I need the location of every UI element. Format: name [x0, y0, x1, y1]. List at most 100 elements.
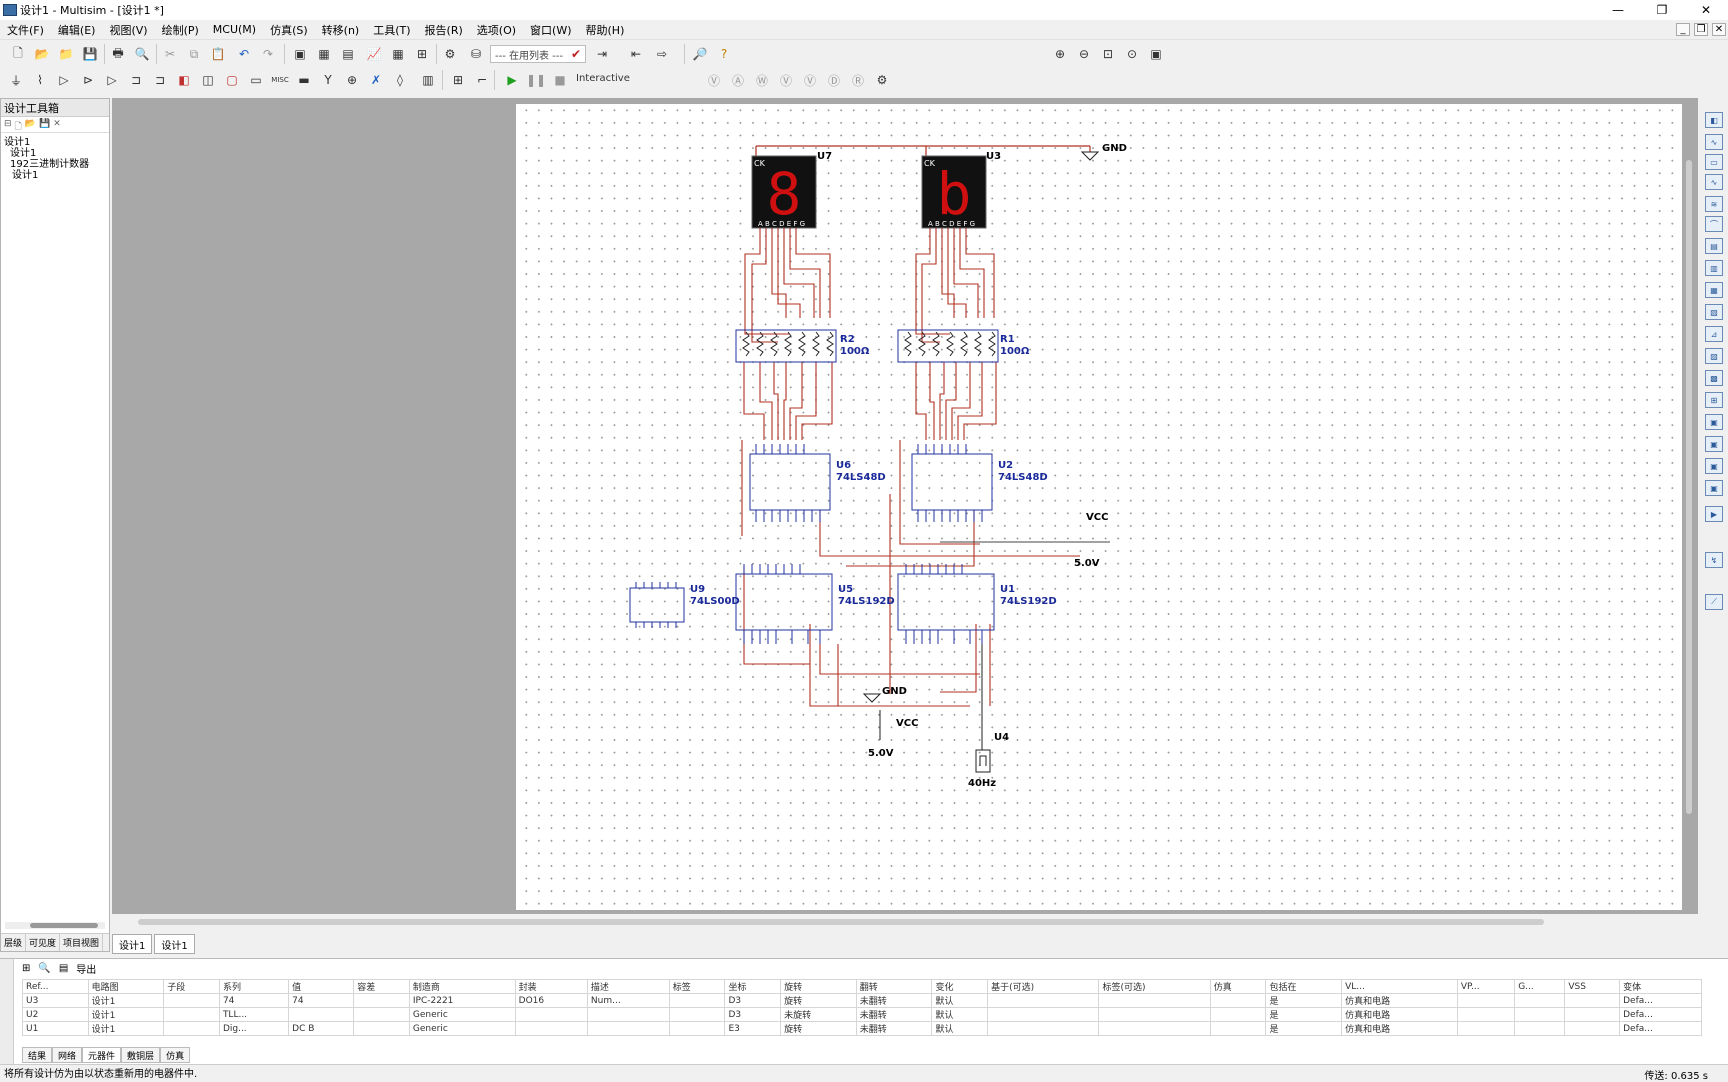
diode-icon[interactable]: ▷	[59, 73, 69, 87]
table-cell[interactable]	[288, 1007, 355, 1022]
table-cell[interactable]	[1098, 1007, 1211, 1022]
table-cell[interactable]	[353, 1021, 410, 1036]
table-cell[interactable]: E3	[724, 1021, 782, 1036]
tab-nets[interactable]: 网络	[52, 1047, 83, 1063]
undo-icon[interactable]: ↶	[238, 47, 250, 61]
copy-icon[interactable]: ⧉	[189, 46, 199, 61]
column-header[interactable]: 仿真	[1209, 979, 1267, 994]
analog-icon[interactable]: ▷	[107, 73, 117, 87]
ic-u6[interactable]	[749, 444, 831, 522]
tree-new-icon[interactable]: 🗋	[14, 122, 22, 132]
table-cell[interactable]: Generic	[408, 1021, 516, 1036]
current-probe-icon[interactable]: ↯	[1705, 552, 1723, 568]
menu-view[interactable]: 视图(V)	[109, 23, 148, 37]
backannotate-icon[interactable]: ⇤	[630, 47, 642, 61]
find-examples-icon[interactable]: 🔎	[692, 47, 708, 61]
table-cell[interactable]: 是	[1265, 1021, 1343, 1036]
schematic-canvas[interactable]: GND U7 CK 8 A B C D E F G U3 CK b A B C …	[520, 104, 1682, 910]
ni-components-icon[interactable]: ✗	[370, 73, 382, 87]
menu-edit[interactable]: 编辑(E)	[57, 23, 96, 37]
tektronix-oscilloscope-icon[interactable]: ▣	[1705, 480, 1723, 496]
table-cell[interactable]	[1564, 1021, 1621, 1036]
column-header[interactable]: Ref...	[22, 979, 89, 994]
column-header[interactable]: 翻转	[855, 979, 933, 994]
toggle-toolbox-icon[interactable]: ▣	[294, 47, 306, 61]
agilent-generator-icon[interactable]: ▣	[1705, 414, 1723, 430]
table-cell[interactable]: Num...	[586, 993, 670, 1008]
column-header[interactable]: G...	[1514, 979, 1566, 994]
run-simulation-icon[interactable]: ▶	[507, 73, 517, 87]
column-header[interactable]: 容差	[353, 979, 410, 994]
maximize-button[interactable]: ❐	[1656, 3, 1668, 17]
distortion-analyzer-icon[interactable]: ▨	[1705, 348, 1723, 364]
tab-components[interactable]: 元器件	[82, 1047, 122, 1063]
tab-project-view[interactable]: 项目视图	[60, 934, 104, 951]
table-cell[interactable]: 未翻转	[855, 1007, 933, 1022]
electromechanical-icon[interactable]: ⊕	[346, 73, 358, 87]
table-cell[interactable]	[668, 1007, 726, 1022]
ic-u2[interactable]	[911, 444, 993, 522]
multimeter-icon[interactable]: ◧	[1705, 112, 1723, 128]
indicator-icon[interactable]: ▢	[226, 73, 238, 87]
mixed-icon[interactable]: ◫	[202, 73, 214, 87]
table-cell[interactable]: 旋转	[780, 993, 857, 1008]
table-cell[interactable]	[1098, 993, 1211, 1008]
stop-simulation-icon[interactable]: ■	[554, 73, 566, 87]
spectrum-analyzer-icon[interactable]: ▩	[1705, 370, 1723, 386]
table-cell[interactable]	[163, 993, 220, 1008]
ttl-icon[interactable]: ⊐	[130, 73, 142, 87]
schematic-sheet[interactable]: GND U7 CK 8 A B C D E F G U3 CK b A B C …	[520, 104, 1682, 910]
filter-icon[interactable]: ⊞	[22, 962, 31, 974]
misc-icon[interactable]: MISC	[271, 76, 289, 84]
table-cell[interactable]: Dig...	[218, 1021, 290, 1036]
tree-expand-icon[interactable]: ⊟	[4, 119, 12, 129]
logic-analyzer-icon[interactable]: ▧	[1705, 304, 1723, 320]
ic-u1[interactable]	[897, 564, 995, 644]
table-cell[interactable]	[163, 1007, 220, 1022]
table-cell[interactable]: 仿真和电路	[1341, 993, 1458, 1008]
database-icon[interactable]: ⛁	[470, 47, 482, 61]
doc-tab-subcircuit[interactable]: 设计1	[154, 934, 195, 954]
advanced-peripherals-icon[interactable]: ▬	[298, 73, 310, 87]
table-cell[interactable]	[987, 993, 1100, 1008]
bode-plotter-icon[interactable]: ⌒	[1705, 216, 1723, 232]
toolbox-scrollbar[interactable]	[5, 922, 105, 929]
menu-window[interactable]: 窗口(W)	[530, 23, 572, 37]
table-cell[interactable]	[514, 1021, 588, 1036]
table-cell[interactable]	[1564, 993, 1621, 1008]
table-cell[interactable]: U3	[22, 993, 89, 1008]
table-cell[interactable]	[668, 993, 726, 1008]
ic-u9[interactable]	[629, 582, 685, 628]
iv-analyzer-icon[interactable]: ⊿	[1705, 326, 1723, 342]
pause-simulation-icon[interactable]: ❚❚	[525, 73, 547, 87]
column-header[interactable]: VL...	[1341, 979, 1458, 994]
column-header[interactable]: VSS	[1564, 979, 1621, 994]
open-folder-icon[interactable]: 📂	[34, 47, 50, 61]
menu-transfer[interactable]: 转移(n)	[321, 23, 360, 37]
column-header[interactable]: 制造商	[408, 979, 516, 994]
help-icon[interactable]: ?	[720, 47, 728, 61]
cmos-icon[interactable]: ⊐	[154, 73, 166, 87]
network-analyzer-icon[interactable]: ⊞	[1705, 392, 1723, 408]
column-header[interactable]: 系列	[218, 979, 290, 994]
table-cell[interactable]: TLL...	[218, 1007, 290, 1022]
database-manager-icon[interactable]: ▤	[342, 47, 354, 61]
column-header[interactable]: 描述	[586, 979, 670, 994]
zoom-area-icon[interactable]: ⊡	[1102, 47, 1114, 61]
zoom-component-icon[interactable]: 🔍	[38, 962, 51, 974]
column-header[interactable]: 包括在	[1265, 979, 1343, 994]
menu-help[interactable]: 帮助(H)	[585, 23, 625, 37]
paste-icon[interactable]: 📋	[210, 47, 226, 61]
measurement-probe-icon[interactable]: ⟋	[1705, 594, 1723, 610]
probe-current-icon[interactable]: Ⓐ	[731, 73, 744, 88]
table-cell[interactable]	[1209, 1007, 1267, 1022]
tree-save-icon[interactable]: 💾	[39, 119, 51, 129]
resistor-pack-r2[interactable]	[735, 329, 837, 363]
transistor-icon[interactable]: ⊳	[82, 73, 94, 87]
column-header[interactable]: 旋转	[780, 979, 857, 994]
wattmeter-icon[interactable]: ▭	[1705, 154, 1723, 170]
table-cell[interactable]: 仿真和电路	[1341, 1021, 1458, 1036]
table-cell[interactable]: 旋转	[780, 1021, 857, 1036]
